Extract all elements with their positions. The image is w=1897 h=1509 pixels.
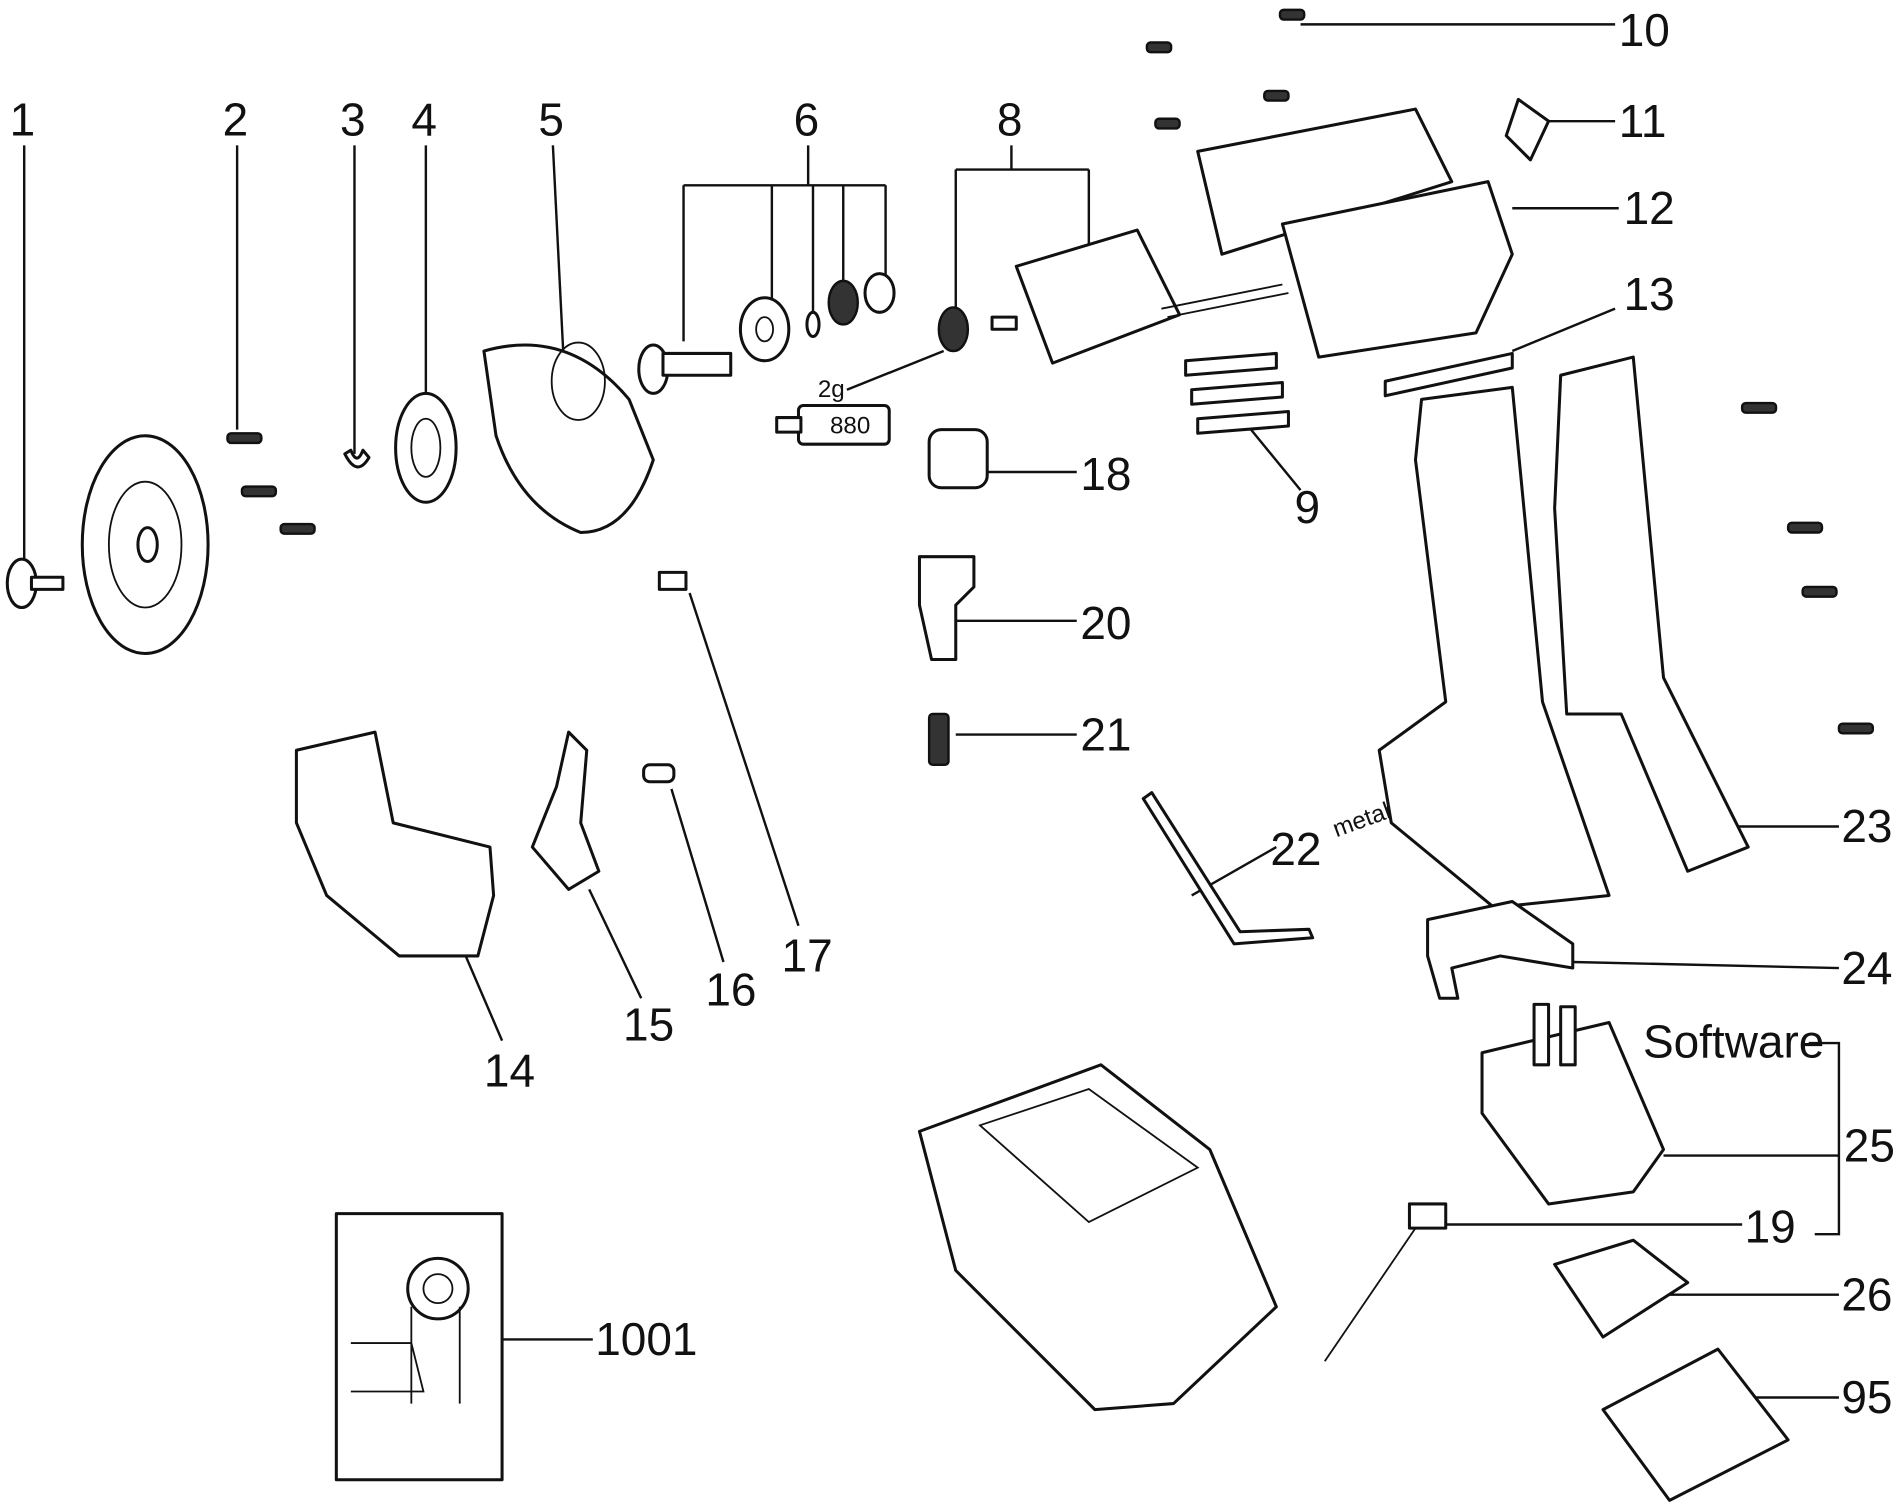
label-15: 15 <box>623 999 674 1051</box>
grease-code: 880 <box>830 412 870 439</box>
label-2: 2 <box>223 94 249 146</box>
label-24: 24 <box>1841 942 1892 994</box>
part-22-hex-key <box>1141 791 1315 946</box>
label-17: 17 <box>782 930 833 982</box>
label-5: 5 <box>538 94 564 146</box>
label-8: 8 <box>997 94 1023 146</box>
part-18-switch-cap <box>927 428 989 490</box>
part-2-screws <box>226 432 316 535</box>
part-12-gear-housing: metabo <box>1196 107 1514 843</box>
label-6: 6 <box>794 94 820 146</box>
label-9: 9 <box>1295 481 1321 533</box>
part-14-guard-cover <box>294 730 496 958</box>
part-20-switch-slider <box>917 555 976 662</box>
label-11: 11 <box>1619 95 1667 147</box>
part-battery-pack <box>917 1063 1278 1412</box>
part-grinding-disc <box>80 434 210 655</box>
label-10: 10 <box>1619 4 1670 56</box>
part-17-clip <box>657 570 688 591</box>
part-24-bracket <box>1426 899 1575 1000</box>
label-19: 19 <box>1745 1201 1796 1253</box>
label-18: 18 <box>1080 448 1131 500</box>
part-3-clip <box>343 448 371 469</box>
label-23: 23 <box>1841 800 1892 852</box>
label-14: 14 <box>484 1045 535 1097</box>
part-16-pin <box>642 763 676 784</box>
part-1-flange-nut <box>5 557 65 610</box>
label-22: 22 <box>1270 823 1321 875</box>
label-4: 4 <box>411 94 437 146</box>
label-20: 20 <box>1080 597 1131 649</box>
part-26-sheet <box>1553 1238 1690 1339</box>
label-1001: 1001 <box>595 1313 697 1365</box>
part-grease-tube: 880 2g <box>775 376 891 446</box>
label-12: 12 <box>1624 182 1675 234</box>
grease-amount: 2g <box>818 376 845 403</box>
label-16: 16 <box>705 964 756 1016</box>
label-21: 21 <box>1080 708 1131 760</box>
part-10-screws <box>1145 8 1306 130</box>
part-5-guard <box>482 341 655 535</box>
part-11-label <box>1504 97 1551 162</box>
part-8-motor <box>937 228 1289 365</box>
part-1001-detail-box <box>334 1212 504 1482</box>
software-label: Software <box>1643 1016 1824 1068</box>
part-6-spindle-gear-bearings <box>637 272 896 395</box>
label-3: 3 <box>340 94 366 146</box>
label-95: 95 <box>1841 1371 1892 1423</box>
part-9-pads <box>1184 351 1290 435</box>
label-25: 25 <box>1844 1120 1895 1172</box>
label-1: 1 <box>10 94 36 146</box>
label-13: 13 <box>1624 268 1675 320</box>
part-23-housing-half-right <box>1553 355 1875 873</box>
part-labels: 1 2 3 4 5 6 8 10 11 12 13 18 9 20 21 22 … <box>10 4 1895 1423</box>
label-26: 26 <box>1841 1268 1892 1320</box>
part-13-pad <box>1383 351 1514 398</box>
part-15-lever <box>530 730 601 891</box>
part-25-electronics <box>1480 1002 1666 1206</box>
part-95-cover <box>1601 1347 1790 1502</box>
part-21-spring <box>927 712 950 766</box>
part-4-plate <box>394 391 458 504</box>
part-19-sensor-cable <box>1324 1202 1448 1362</box>
part-housing-half-left <box>1377 385 1611 910</box>
